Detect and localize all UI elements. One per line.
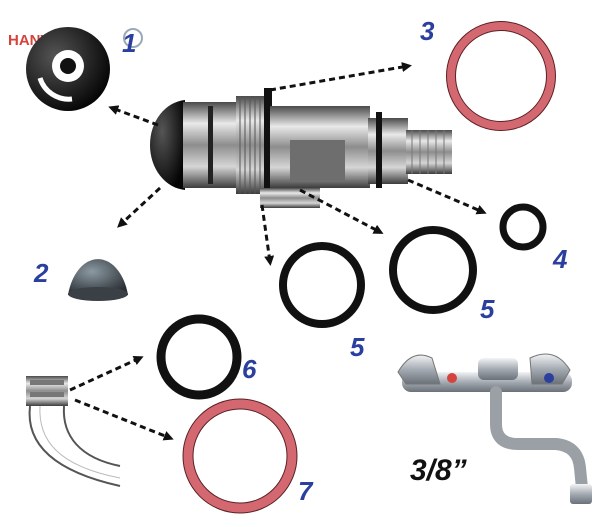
- part-7-red-gasket: [183, 399, 297, 513]
- part-5-o-ring-left: [279, 242, 365, 328]
- part-number-4: 4: [552, 244, 568, 274]
- part-2-dome-cap: [68, 259, 128, 301]
- pointer-arrows: [69, 62, 487, 441]
- part-6-gasket: [156, 314, 242, 400]
- part-number-7: 7: [298, 476, 314, 506]
- arrow-to-part-6: [69, 355, 144, 392]
- part-1-washer: [26, 27, 110, 111]
- cold-indicator-icon: [544, 373, 554, 383]
- valve-cartridge: [149, 88, 452, 208]
- arrow-to-part-5-right: [299, 188, 384, 234]
- part-3-red-ring-edge: [446, 21, 556, 131]
- hot-indicator-icon: [447, 373, 457, 383]
- part-number-5-right: 5: [480, 294, 495, 324]
- arrow-to-part-3: [269, 62, 412, 92]
- part-number-1: 1: [122, 28, 136, 58]
- arrow-to-part-1: [108, 105, 159, 127]
- brand-emblem-icon: [123, 28, 143, 48]
- part-3-red-ring: [446, 21, 556, 131]
- part-5-o-ring-right: [389, 226, 477, 314]
- part-number-6: 6: [242, 354, 257, 384]
- part-3-red-ring-inner-edge: [455, 30, 547, 122]
- arrow-to-part-4: [407, 178, 487, 215]
- arrow-to-part-5-left: [260, 204, 275, 266]
- part-7-red-gasket-edge: [182, 398, 298, 514]
- thread-size-label: 3/8”: [410, 454, 467, 487]
- hose-fitting: [26, 376, 121, 487]
- part-4-o-ring: [499, 203, 547, 251]
- part-7-red-gasket-inner-edge: [192, 408, 288, 504]
- wall-faucet: [397, 353, 592, 504]
- arrow-to-part-7: [74, 398, 174, 441]
- arrow-to-part-2: [117, 186, 162, 228]
- part-number-3: 3: [420, 16, 435, 46]
- part-number-2: 2: [33, 258, 49, 288]
- part-number-5-left: 5: [350, 332, 365, 362]
